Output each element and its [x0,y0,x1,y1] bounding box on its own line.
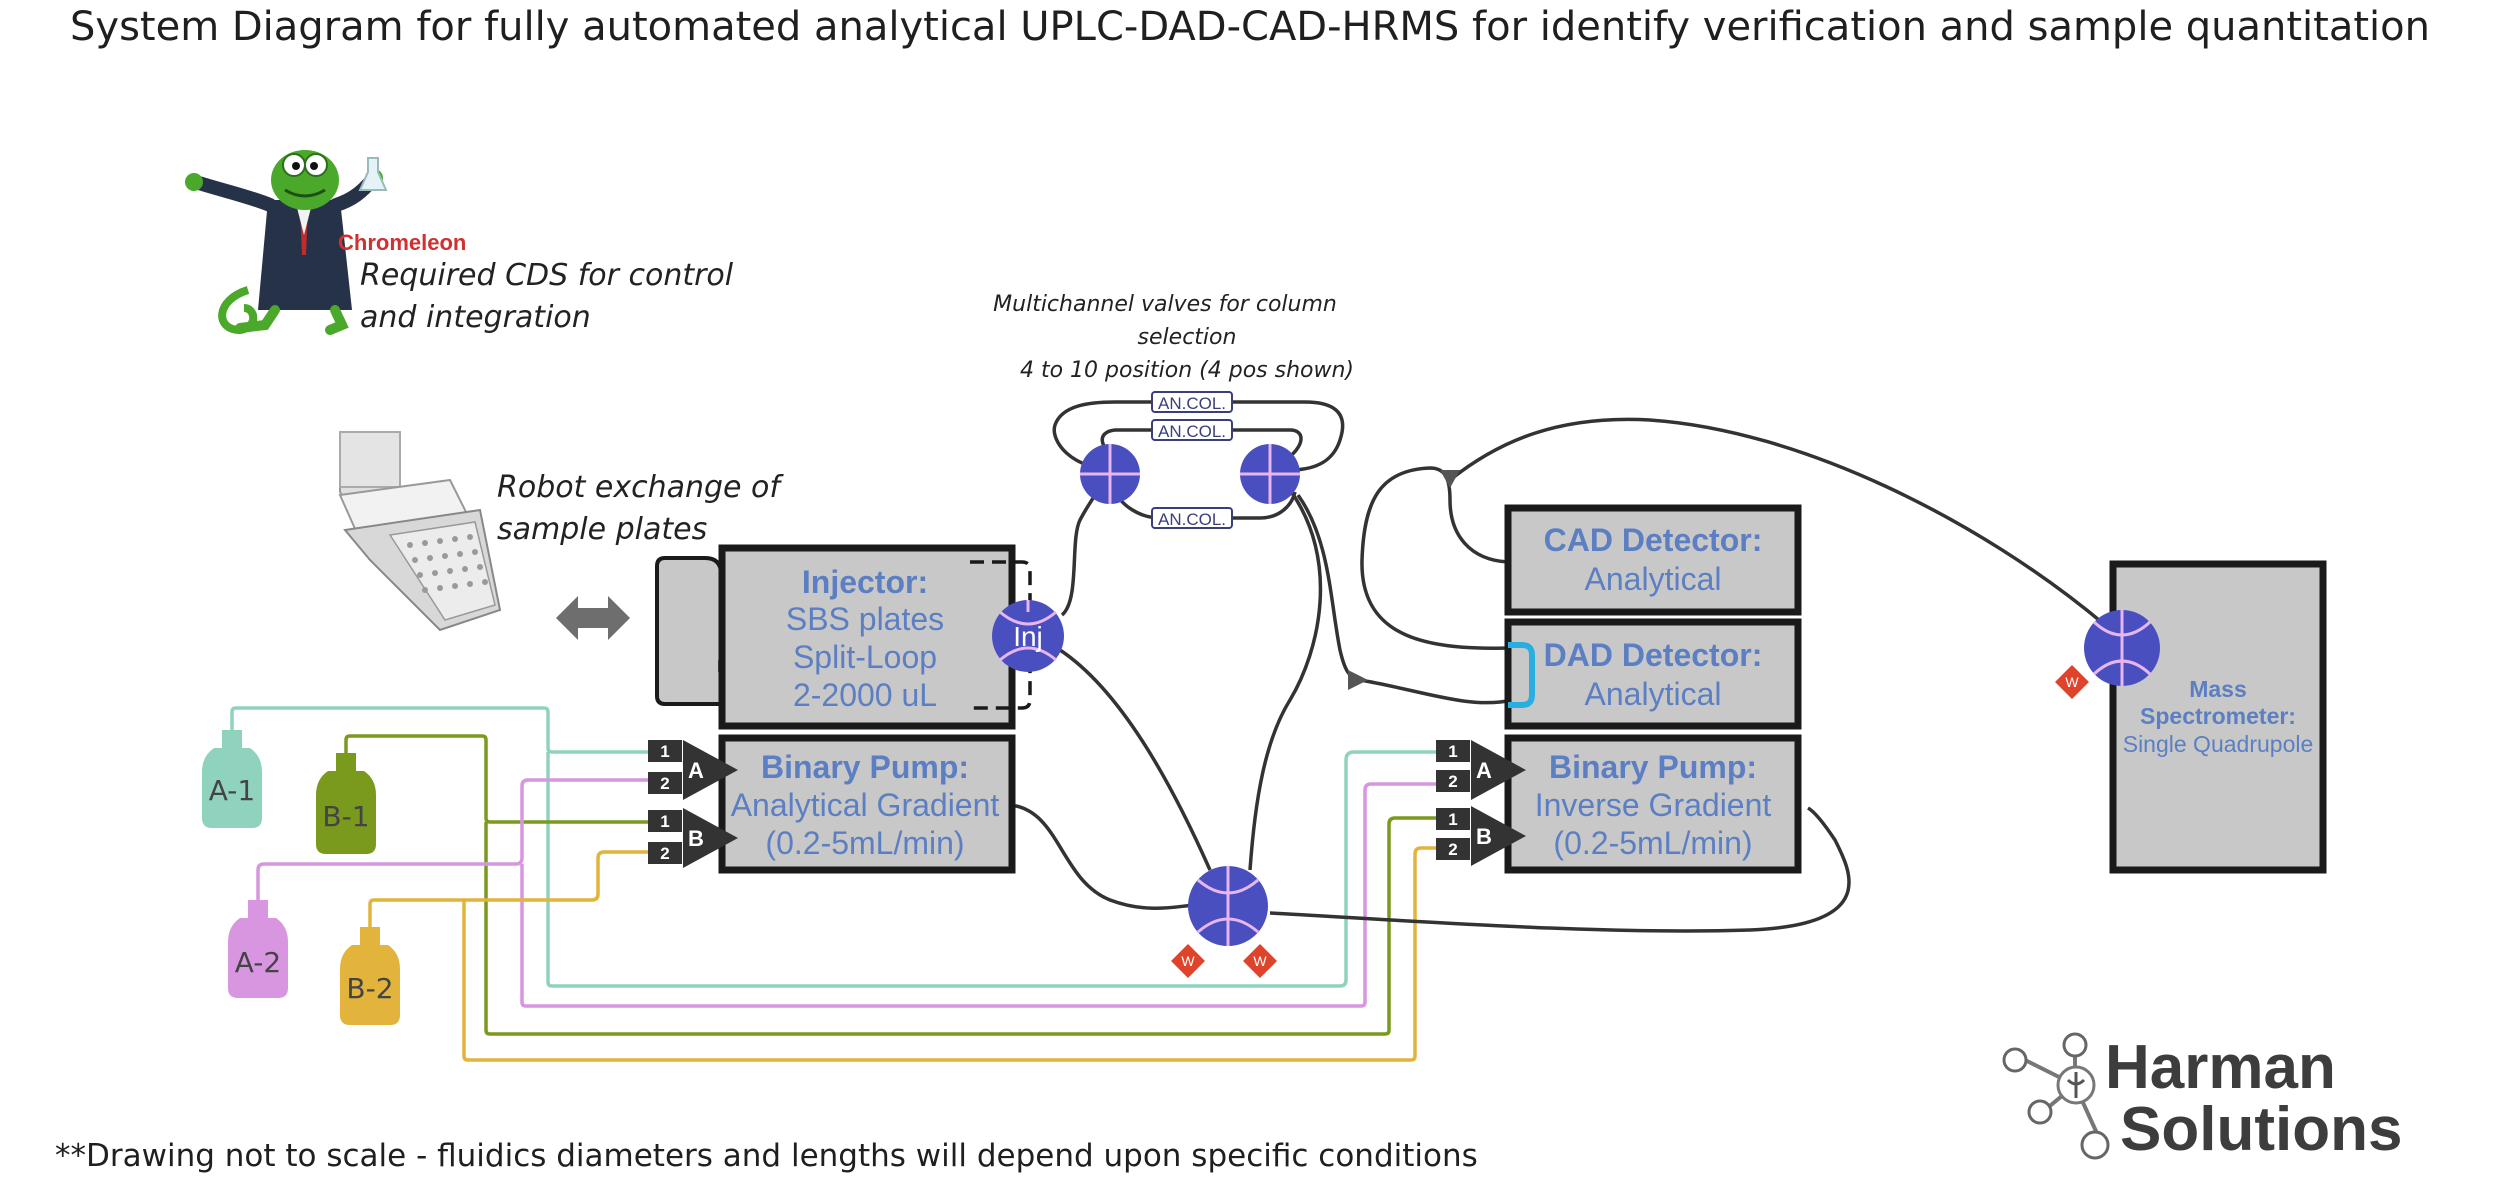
injector-line1: SBS plates [786,601,944,637]
pump1-port-b2: 2 [660,844,669,863]
line-column-valve-to-valve [1248,488,1323,871]
valves-note-line2: selection [1138,325,1237,350]
ms-line1: Mass [2189,676,2247,702]
injection-valve: Inj [992,600,1064,672]
robot-caption-line1: Robot exchange of [497,470,784,505]
bottle-a1-label: A-1 [209,774,255,807]
pump2-letter-b: B [1476,824,1492,849]
waste-right: W [1243,944,1277,978]
column-2: AN.COL. [1151,419,1233,441]
dad-heading: DAD Detector: [1544,637,1763,673]
injector-heading: Injector: [802,564,928,600]
line-valve-to-pump2 [1269,806,1851,933]
chromeleon-logo-text: Chromeleon [338,230,466,255]
valves-note-line3: 4 to 10 position (4 pos shown) [1020,358,1354,383]
waste-left-label: W [1181,953,1195,969]
pump1-line1: Analytical Gradient [731,787,1000,823]
injection-valve-label: Inj [1013,621,1043,652]
dad-line1: Analytical [1585,676,1722,712]
column-1-label: AN.COL. [1158,394,1226,413]
brand-line1: Harman [2105,1033,2336,1102]
splitter-connector-icon [1440,470,1460,488]
pump1-port-a2: 2 [660,774,669,793]
pump2-port-a2: 2 [1448,772,1457,791]
waste-left: W [1171,944,1205,978]
column-1: AN.COL. [1151,391,1233,413]
line-pump1-to-valve [1009,803,1199,910]
solvent-line-b1 [344,734,1438,1036]
waste-right-label: W [1253,953,1267,969]
pump2-port-b2: 2 [1448,840,1457,859]
bottle-b2: B-2 [340,927,400,1025]
valves-note-line1: Multichannel valves for column [993,292,1337,317]
ms-divert-valve [2084,610,2160,686]
pump1-port-a1: 1 [660,742,669,761]
injector-box: Injector: SBS plates Split-Loop 2-2000 u… [718,544,1032,730]
column-valve-right [1240,444,1300,504]
pump2-port-b1: 1 [1448,810,1457,829]
waste-ms: W [2055,665,2089,699]
exchange-arrow-icon [556,596,630,640]
line-splitter-to-ms [1448,417,2107,627]
harman-solutions-logo-icon [2002,1032,2110,1160]
bottle-b1-label: B-1 [322,800,369,833]
robot-caption-line2: sample plates [497,512,707,547]
tee-connector-icon [1348,670,1368,690]
column-3: AN.COL. [1151,507,1233,529]
chromeleon-caption-line2: and integration [360,300,591,335]
bottle-a2-label: A-2 [235,946,281,979]
solvent-line-a2 [256,778,1438,1008]
pump1-line2: (0.2-5mL/min) [765,825,964,861]
chromeleon-mascot-icon [185,150,388,335]
pump1-letter-b: B [688,826,704,851]
bottle-a2: A-2 [228,900,288,998]
pump2-inlet-ports: 1 2 1 2 A B [1436,740,1526,866]
pump1-inlet-ports: 1 2 1 2 A B [648,740,738,868]
robot-plate-handler-icon [338,431,502,632]
solvent-line-a1 [230,706,1438,988]
pump1-letter-a: A [688,758,704,783]
footnote: **Drawing not to scale - fluidics diamet… [55,1138,1478,1174]
cad-line1: Analytical [1585,561,1722,597]
ms-line3: Single Quadrupole [2123,731,2314,757]
ms-line2: Spectrometer: [2140,703,2296,729]
cad-detector: CAD Detector: Analytical [1504,504,1802,616]
line-inj-to-valve [1059,648,1212,871]
pump2-heading: Binary Pump: [1549,749,1757,785]
bottle-a1: A-1 [202,730,262,828]
line-dad-to-cad [1360,466,1513,650]
pump2-port-a1: 1 [1448,742,1457,761]
column-3-label: AN.COL. [1158,510,1226,529]
solvent-line-b2 [368,846,1438,1062]
dad-detector: DAD Detector: Analytical [1504,618,1802,730]
bottle-b2-label: B-2 [346,972,393,1005]
pump1-port-b1: 1 [660,812,669,831]
waste-ms-label: W [2065,674,2079,690]
diagram-title: System Diagram for fully automated analy… [70,4,2430,50]
diverter-valve [1188,866,1268,946]
dad-flow-cell-icon [1508,642,1535,708]
line-inj-to-column-valve [1060,486,1102,617]
cad-heading: CAD Detector: [1544,522,1763,558]
plate-hotel [655,556,728,706]
bottle-b1: B-1 [316,753,376,854]
column-2-label: AN.COL. [1158,422,1226,441]
chromeleon-caption-line1: Required CDS for control [360,258,734,293]
brand-line2: Solutions [2120,1095,2402,1164]
mass-spectrometer: Mass Spectrometer: Single Quadrupole [2109,560,2327,874]
pump2-line2: (0.2-5mL/min) [1553,825,1752,861]
injector-line3: 2-2000 uL [793,677,937,713]
line-tee-to-dad [1359,678,1513,705]
injector-line2: Split-Loop [793,639,937,675]
pump2-line1: Inverse Gradient [1535,787,1772,823]
pump1-heading: Binary Pump: [761,749,969,785]
pump2-letter-a: A [1476,758,1492,783]
binary-pump-1: Binary Pump: Analytical Gradient (0.2-5m… [718,734,1016,874]
column-valve-left [1080,444,1140,504]
binary-pump-2: Binary Pump: Inverse Gradient (0.2-5mL/m… [1504,734,1802,874]
